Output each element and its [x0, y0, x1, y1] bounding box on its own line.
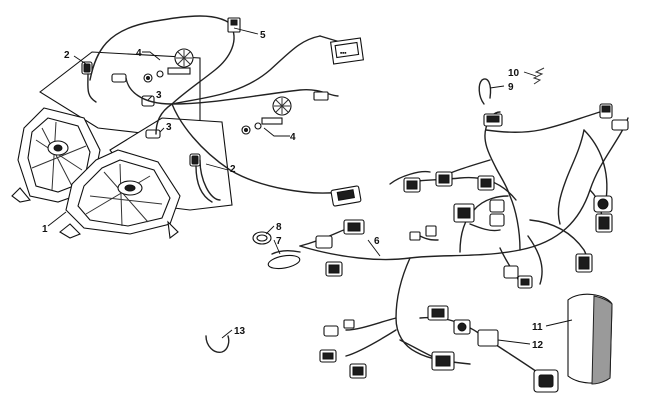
callout-4-lower: 4 — [290, 132, 296, 143]
spring-clip — [532, 67, 545, 85]
callout-6: 6 — [374, 236, 380, 247]
harness-connectors: ■■■ — [227, 17, 365, 207]
cable-tie-loop — [478, 78, 492, 105]
headlight-right — [59, 149, 181, 240]
callout-2-upper: 2 — [64, 50, 70, 61]
callout-4-upper: 4 — [136, 48, 142, 59]
callout-10: 10 — [508, 68, 520, 79]
clamp-ring — [205, 335, 230, 353]
callout-7: 7 — [276, 236, 282, 247]
conduit-sleeve — [567, 293, 613, 385]
callout-11: 11 — [532, 322, 543, 333]
callout-12: 12 — [532, 340, 544, 351]
callout-2-lower: 2 — [230, 164, 236, 175]
callout-13: 13 — [234, 326, 246, 337]
callout-3-lower: 3 — [166, 122, 172, 133]
fuse-holder — [267, 249, 301, 270]
leader-lines — [47, 27, 573, 345]
callout-5: 5 — [260, 30, 266, 41]
fuse-clip-ring — [252, 231, 272, 245]
bulb-socket-upper — [81, 48, 194, 83]
main-harness-connectors — [315, 103, 629, 393]
callout-1: 1 — [42, 224, 48, 235]
callout-8: 8 — [276, 222, 282, 233]
callout-9: 9 — [508, 82, 514, 93]
callout-labels: 1 2 2 3 3 4 4 5 6 7 8 9 10 11 12 13 — [42, 30, 544, 351]
callout-3-upper: 3 — [156, 90, 162, 101]
svg-text:■■■: ■■■ — [340, 51, 346, 55]
headlight-left — [11, 107, 101, 204]
